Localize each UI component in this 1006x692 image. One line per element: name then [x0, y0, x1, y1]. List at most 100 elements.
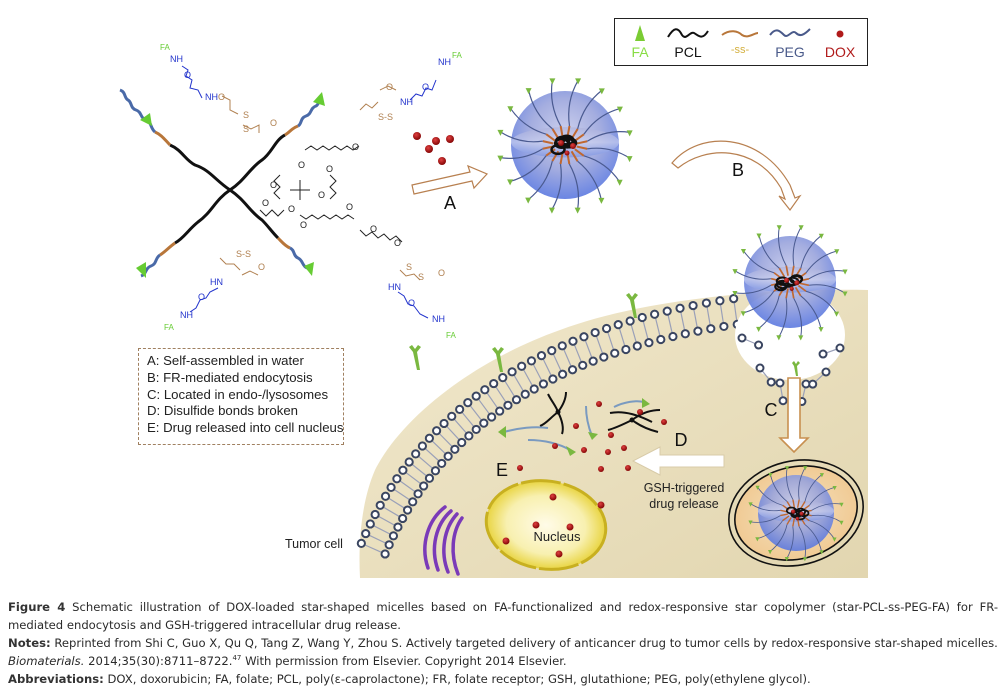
- lipid-head: [481, 386, 488, 393]
- lipid-head: [490, 380, 497, 387]
- lipid-head: [419, 442, 426, 449]
- lipid-head: [412, 450, 419, 457]
- label-a: A: [444, 193, 456, 213]
- dox-dot-icon: [800, 512, 804, 516]
- chem-hn: HN: [210, 277, 223, 287]
- lipid-head: [358, 540, 365, 547]
- lipid-head: [694, 328, 701, 335]
- dox-dot-icon: [550, 494, 557, 501]
- lipid-head: [445, 453, 452, 460]
- caption-notes: Notes: Reprinted from Shi C, Guo X, Qu Q…: [8, 634, 998, 652]
- lipid-head: [504, 402, 511, 409]
- pcl-wave-icon: [666, 23, 710, 43]
- step-c: C: Located in endo-/lysosomes: [147, 387, 343, 404]
- lipid-head: [777, 380, 784, 387]
- lipid-head: [386, 541, 393, 548]
- svg-text:O: O: [270, 180, 277, 190]
- chem-fa-label: FA: [446, 331, 456, 340]
- lipid-head: [496, 407, 503, 414]
- dox-dot-icon: [605, 449, 611, 455]
- lipid-head: [639, 314, 646, 321]
- chem-o: O: [198, 292, 205, 302]
- notes-label: Notes:: [8, 636, 51, 650]
- dox-dot-icon: [625, 465, 631, 471]
- dox-dot-icon: [784, 278, 789, 283]
- lipid-head: [426, 435, 433, 442]
- svg-text:S: S: [418, 272, 424, 282]
- abbreviations-text: DOX, doxorubicin; FA, folate; PCL, poly(…: [107, 672, 810, 686]
- lipid-head: [634, 342, 641, 349]
- folate-receptor-icon: [409, 345, 421, 370]
- fa-tip-icon: [627, 130, 633, 136]
- fa-tip-icon: [627, 156, 633, 162]
- lipid-head: [531, 385, 538, 392]
- fa-tip-icon: [843, 270, 848, 275]
- dox-dot-icon: [598, 466, 604, 472]
- svg-text:S: S: [243, 110, 249, 120]
- figure-text: Schematic illustration of DOX-loaded sta…: [8, 600, 998, 632]
- svg-text:S-S: S-S: [378, 112, 393, 122]
- lipid-head: [569, 366, 576, 373]
- dox-dot-icon: [796, 517, 800, 521]
- lipid-head: [755, 342, 762, 349]
- caption-abbreviations: Abbreviations: DOX, doxorubicin; FA, fol…: [8, 670, 998, 688]
- lipid-head: [707, 325, 714, 332]
- lipid-head: [780, 397, 787, 404]
- dox-dot-icon: [570, 143, 576, 149]
- lipid-head: [538, 352, 545, 359]
- lipid-head: [372, 511, 379, 518]
- fa-tip-icon: [549, 208, 555, 214]
- star-polymer-structure: OOO OOO OOO OO O SS O S-S O S: [120, 43, 462, 340]
- fa-tip-icon: [507, 179, 513, 185]
- lipid-head: [409, 498, 416, 505]
- dox-dot-icon: [567, 524, 574, 531]
- lipid-head: [465, 432, 472, 439]
- lipid-head: [569, 338, 576, 345]
- fa-tip-icon: [525, 198, 531, 204]
- lipid-head: [768, 379, 775, 386]
- lipid-head: [404, 506, 411, 513]
- caption-citation: Biomaterials. 2014;35(30):8711–8722.47 W…: [8, 652, 998, 670]
- lipid-head: [703, 299, 710, 306]
- label-e: E: [496, 460, 508, 480]
- lipid-head: [809, 381, 816, 388]
- chem-nh: NH: [432, 314, 445, 324]
- lipid-head: [451, 446, 458, 453]
- legend-item-peg: PEG: [765, 23, 815, 60]
- process-steps-box: A: Self-assembled in water B: FR-mediate…: [138, 348, 344, 445]
- lipid-head: [473, 392, 480, 399]
- svg-text:O: O: [352, 142, 359, 152]
- lipid-head: [739, 335, 746, 342]
- lipid-head: [399, 515, 406, 522]
- lipid-head: [720, 323, 727, 330]
- svg-text:O: O: [386, 82, 393, 92]
- svg-text:O: O: [270, 118, 277, 128]
- lipid-head: [682, 330, 689, 337]
- citation-text: 2014;35(30):8711–8722.: [88, 654, 232, 668]
- lipid-head: [480, 420, 487, 427]
- figure-caption: Figure 4 Schematic illustration of DOX-l…: [8, 598, 998, 688]
- step-a: A: Self-assembled in water: [147, 353, 343, 370]
- dox-dot-icon: [791, 510, 795, 514]
- chem-nh: NH: [170, 54, 183, 64]
- lipid-head: [438, 460, 445, 467]
- legend-item-fa: FA: [615, 23, 665, 60]
- svg-text:O: O: [218, 92, 225, 102]
- fa-triangle-icon: [630, 23, 650, 43]
- lipid-head: [837, 345, 844, 352]
- lipid-head: [464, 399, 471, 406]
- journal-name: Biomaterials.: [8, 654, 84, 668]
- lipid-head: [456, 406, 463, 413]
- lipid-head: [676, 305, 683, 312]
- lipid-head: [528, 357, 535, 364]
- chem-nh: NH: [438, 57, 451, 67]
- dox-dot-icon: [661, 419, 667, 425]
- lipid-head: [440, 420, 447, 427]
- dox-dot-icon: [503, 538, 510, 545]
- lipid-head: [513, 396, 520, 403]
- lipid-head: [600, 353, 607, 360]
- dox-dot-icon: [637, 409, 643, 415]
- lipid-head: [499, 374, 506, 381]
- lipid-head: [367, 520, 374, 527]
- lipid-head: [448, 413, 455, 420]
